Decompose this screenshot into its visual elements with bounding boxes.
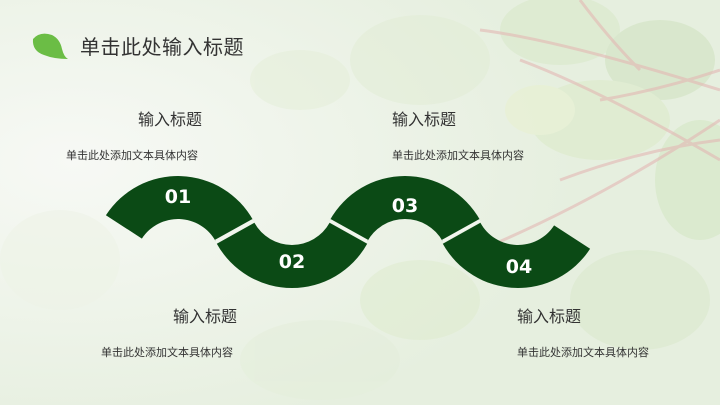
step-03-segment[interactable]	[329, 176, 481, 242]
step-02-body[interactable]: 单击此处添加文本具体内容	[101, 346, 233, 359]
step-04-heading[interactable]: 输入标题	[517, 307, 582, 326]
step-01-heading[interactable]: 输入标题	[138, 110, 203, 129]
step-number-03: 03	[391, 195, 419, 217]
step-02-heading[interactable]: 输入标题	[173, 307, 238, 326]
step-03-heading[interactable]: 输入标题	[392, 110, 457, 129]
step-01-segment[interactable]	[105, 176, 254, 242]
step-02-segment[interactable]	[216, 222, 368, 288]
slide-title[interactable]: 单击此处输入标题	[80, 35, 244, 59]
step-01-body[interactable]: 单击此处添加文本具体内容	[66, 149, 198, 162]
step-03-body[interactable]: 单击此处添加文本具体内容	[392, 149, 524, 162]
step-number-01: 01	[164, 186, 192, 208]
step-04-body[interactable]: 单击此处添加文本具体内容	[517, 346, 649, 359]
leaf-icon	[30, 31, 70, 65]
step-04-segment[interactable]	[442, 222, 591, 288]
segment-dividers	[214, 218, 481, 243]
step-number-02: 02	[278, 251, 306, 273]
step-number-04: 04	[505, 256, 533, 278]
